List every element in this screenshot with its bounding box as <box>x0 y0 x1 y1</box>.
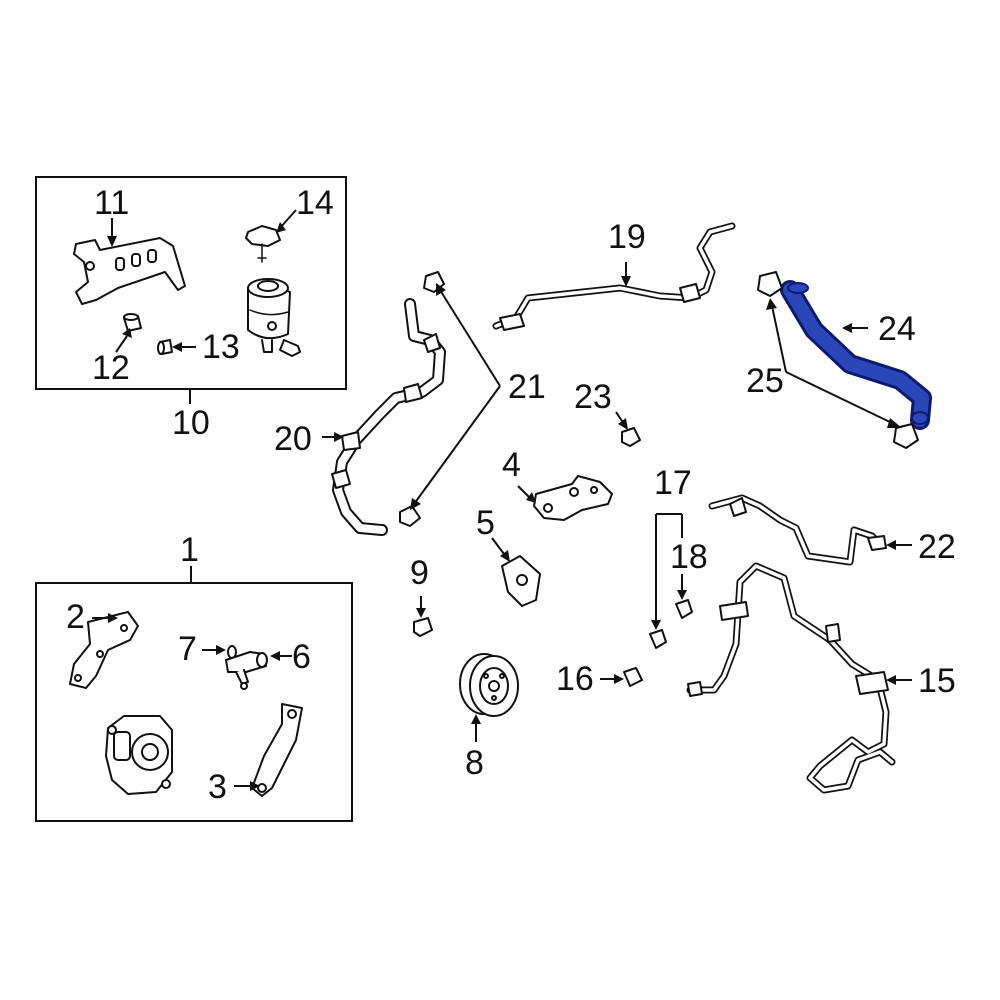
callout-18[interactable]: 18 <box>670 538 708 576</box>
callout-13[interactable]: 13 <box>202 328 240 366</box>
callout-12[interactable]: 12 <box>92 349 130 387</box>
part-25-clamp-upper[interactable] <box>757 271 783 297</box>
callout-24[interactable]: 24 <box>878 310 916 348</box>
callout-6[interactable]: 6 <box>292 638 311 676</box>
power-steering-pump <box>105 715 173 795</box>
part-13-cushion[interactable] <box>157 339 173 355</box>
pump-group-box <box>35 582 353 822</box>
reservoir-tank <box>247 278 301 357</box>
part-15-cooler-tube[interactable] <box>686 562 896 794</box>
part-21-clamp-lower[interactable] <box>399 505 421 527</box>
part-5-plate[interactable] <box>501 555 541 607</box>
callout-25[interactable]: 25 <box>746 362 784 400</box>
callout-1[interactable]: 1 <box>180 531 199 569</box>
part-3-pump-brace[interactable] <box>251 703 303 797</box>
part-25-clamp-lower[interactable] <box>893 423 919 449</box>
callout-23[interactable]: 23 <box>574 378 612 416</box>
callout-3[interactable]: 3 <box>208 768 227 806</box>
callout-7[interactable]: 7 <box>178 630 197 668</box>
callout-21[interactable]: 21 <box>508 368 546 406</box>
part-8-pulley[interactable] <box>459 653 519 717</box>
part-24-return-hose-highlighted[interactable] <box>780 280 932 430</box>
part-11-reservoir-bracket[interactable] <box>73 237 186 305</box>
callout-20[interactable]: 20 <box>274 420 312 458</box>
part-22-tube[interactable] <box>708 494 887 566</box>
part-20-pressure-hose[interactable] <box>331 298 446 536</box>
callout-2[interactable]: 2 <box>66 598 85 636</box>
part-19-return-tube[interactable] <box>492 222 736 331</box>
callout-15[interactable]: 15 <box>918 662 956 700</box>
part-17-fitting[interactable] <box>649 629 667 649</box>
part-18-fitting[interactable] <box>675 599 693 619</box>
part-23-clamp[interactable] <box>621 427 641 447</box>
part-14-reservoir-cap[interactable] <box>245 225 281 263</box>
part-12-grommet[interactable] <box>123 313 142 332</box>
part-9-nut[interactable] <box>413 617 433 637</box>
callout-11[interactable]: 11 <box>94 184 129 222</box>
callout-10[interactable]: 10 <box>172 404 210 442</box>
callout-16[interactable]: 16 <box>556 660 594 698</box>
callout-22[interactable]: 22 <box>918 528 956 566</box>
callout-14[interactable]: 14 <box>296 184 334 222</box>
callout-19[interactable]: 19 <box>608 218 646 256</box>
callout-9[interactable]: 9 <box>410 554 429 592</box>
part-4-bracket[interactable] <box>533 475 613 521</box>
callout-8[interactable]: 8 <box>465 744 484 782</box>
part-6-flow-control-valve[interactable] <box>225 651 268 690</box>
callout-5[interactable]: 5 <box>476 504 495 542</box>
part-2-pump-bracket[interactable] <box>69 611 139 689</box>
callout-17[interactable]: 17 <box>654 464 692 502</box>
callout-4[interactable]: 4 <box>502 446 521 484</box>
part-16-clamp[interactable] <box>623 667 643 687</box>
